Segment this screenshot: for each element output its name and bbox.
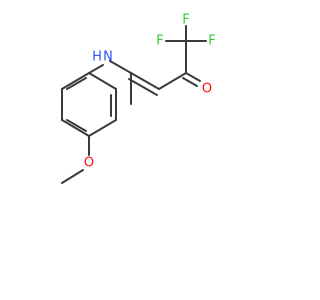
bond-o-methyl <box>61 169 84 184</box>
bond-carbonyl-o-a <box>185 72 201 82</box>
bond-carbonyl-ch <box>158 72 187 90</box>
bond-layer <box>61 25 207 184</box>
ring-inner-2 <box>66 119 87 132</box>
atom-label-f-left: F <box>156 34 163 49</box>
bond-ch-c-a <box>130 72 160 90</box>
atom-label-o-carbonyl: O <box>202 82 212 97</box>
atom-label-h-amine: H <box>92 50 102 65</box>
bond-c-n <box>109 60 132 74</box>
ring-bond-1 <box>88 72 117 90</box>
atom-label-n-amine: N <box>103 50 113 65</box>
structure-canvas: F F F O H N O <box>61 13 216 184</box>
ring-bond-6 <box>61 72 90 90</box>
bond-ch-c-b <box>128 78 158 96</box>
bond-n-ring <box>88 64 104 74</box>
ring-inner-3 <box>66 77 87 90</box>
atom-label-o-ether: O <box>84 156 94 171</box>
ring-bond-4 <box>61 119 90 137</box>
atom-label-layer: F F F O H N O <box>84 13 216 171</box>
atom-label-f-top: F <box>182 13 189 28</box>
ring-bond-3 <box>88 119 117 137</box>
atom-label-f-right: F <box>208 34 215 49</box>
bond-carbonyl-o-b <box>182 77 198 87</box>
